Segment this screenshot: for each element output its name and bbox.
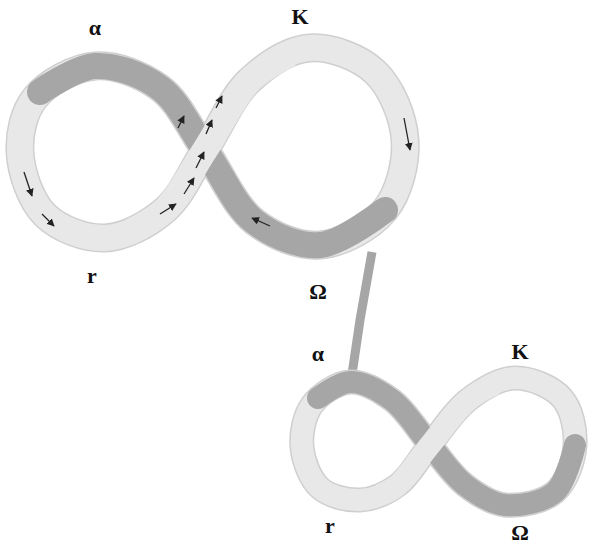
flow-arrow <box>196 152 204 168</box>
phase-label: r <box>87 265 97 287</box>
flow-arrow <box>216 96 222 108</box>
phase-label: Ω <box>511 522 529 544</box>
phase-label: K <box>511 341 528 363</box>
flow-arrow <box>24 172 32 196</box>
loop-band-front <box>380 384 495 495</box>
flow-arrow <box>160 204 176 214</box>
phase-label: α <box>89 17 101 39</box>
loop-band-shade <box>318 382 575 505</box>
phase-label: K <box>291 6 308 28</box>
flow-arrow <box>206 120 212 134</box>
loop-band-edge <box>20 48 405 245</box>
flow-arrow <box>404 118 410 150</box>
flow-arrow <box>252 218 270 226</box>
phase-label: α <box>312 343 324 365</box>
loop-band <box>20 48 405 245</box>
phase-label: Ω <box>309 281 327 303</box>
phase-label: r <box>325 515 335 537</box>
loop-band <box>302 378 575 505</box>
cycle-link <box>350 252 372 388</box>
flow-arrow <box>42 214 54 226</box>
loop-band-front <box>130 54 290 232</box>
loop-band-edge <box>302 378 575 505</box>
flow-arrow <box>178 116 184 128</box>
flow-arrow <box>184 178 194 194</box>
